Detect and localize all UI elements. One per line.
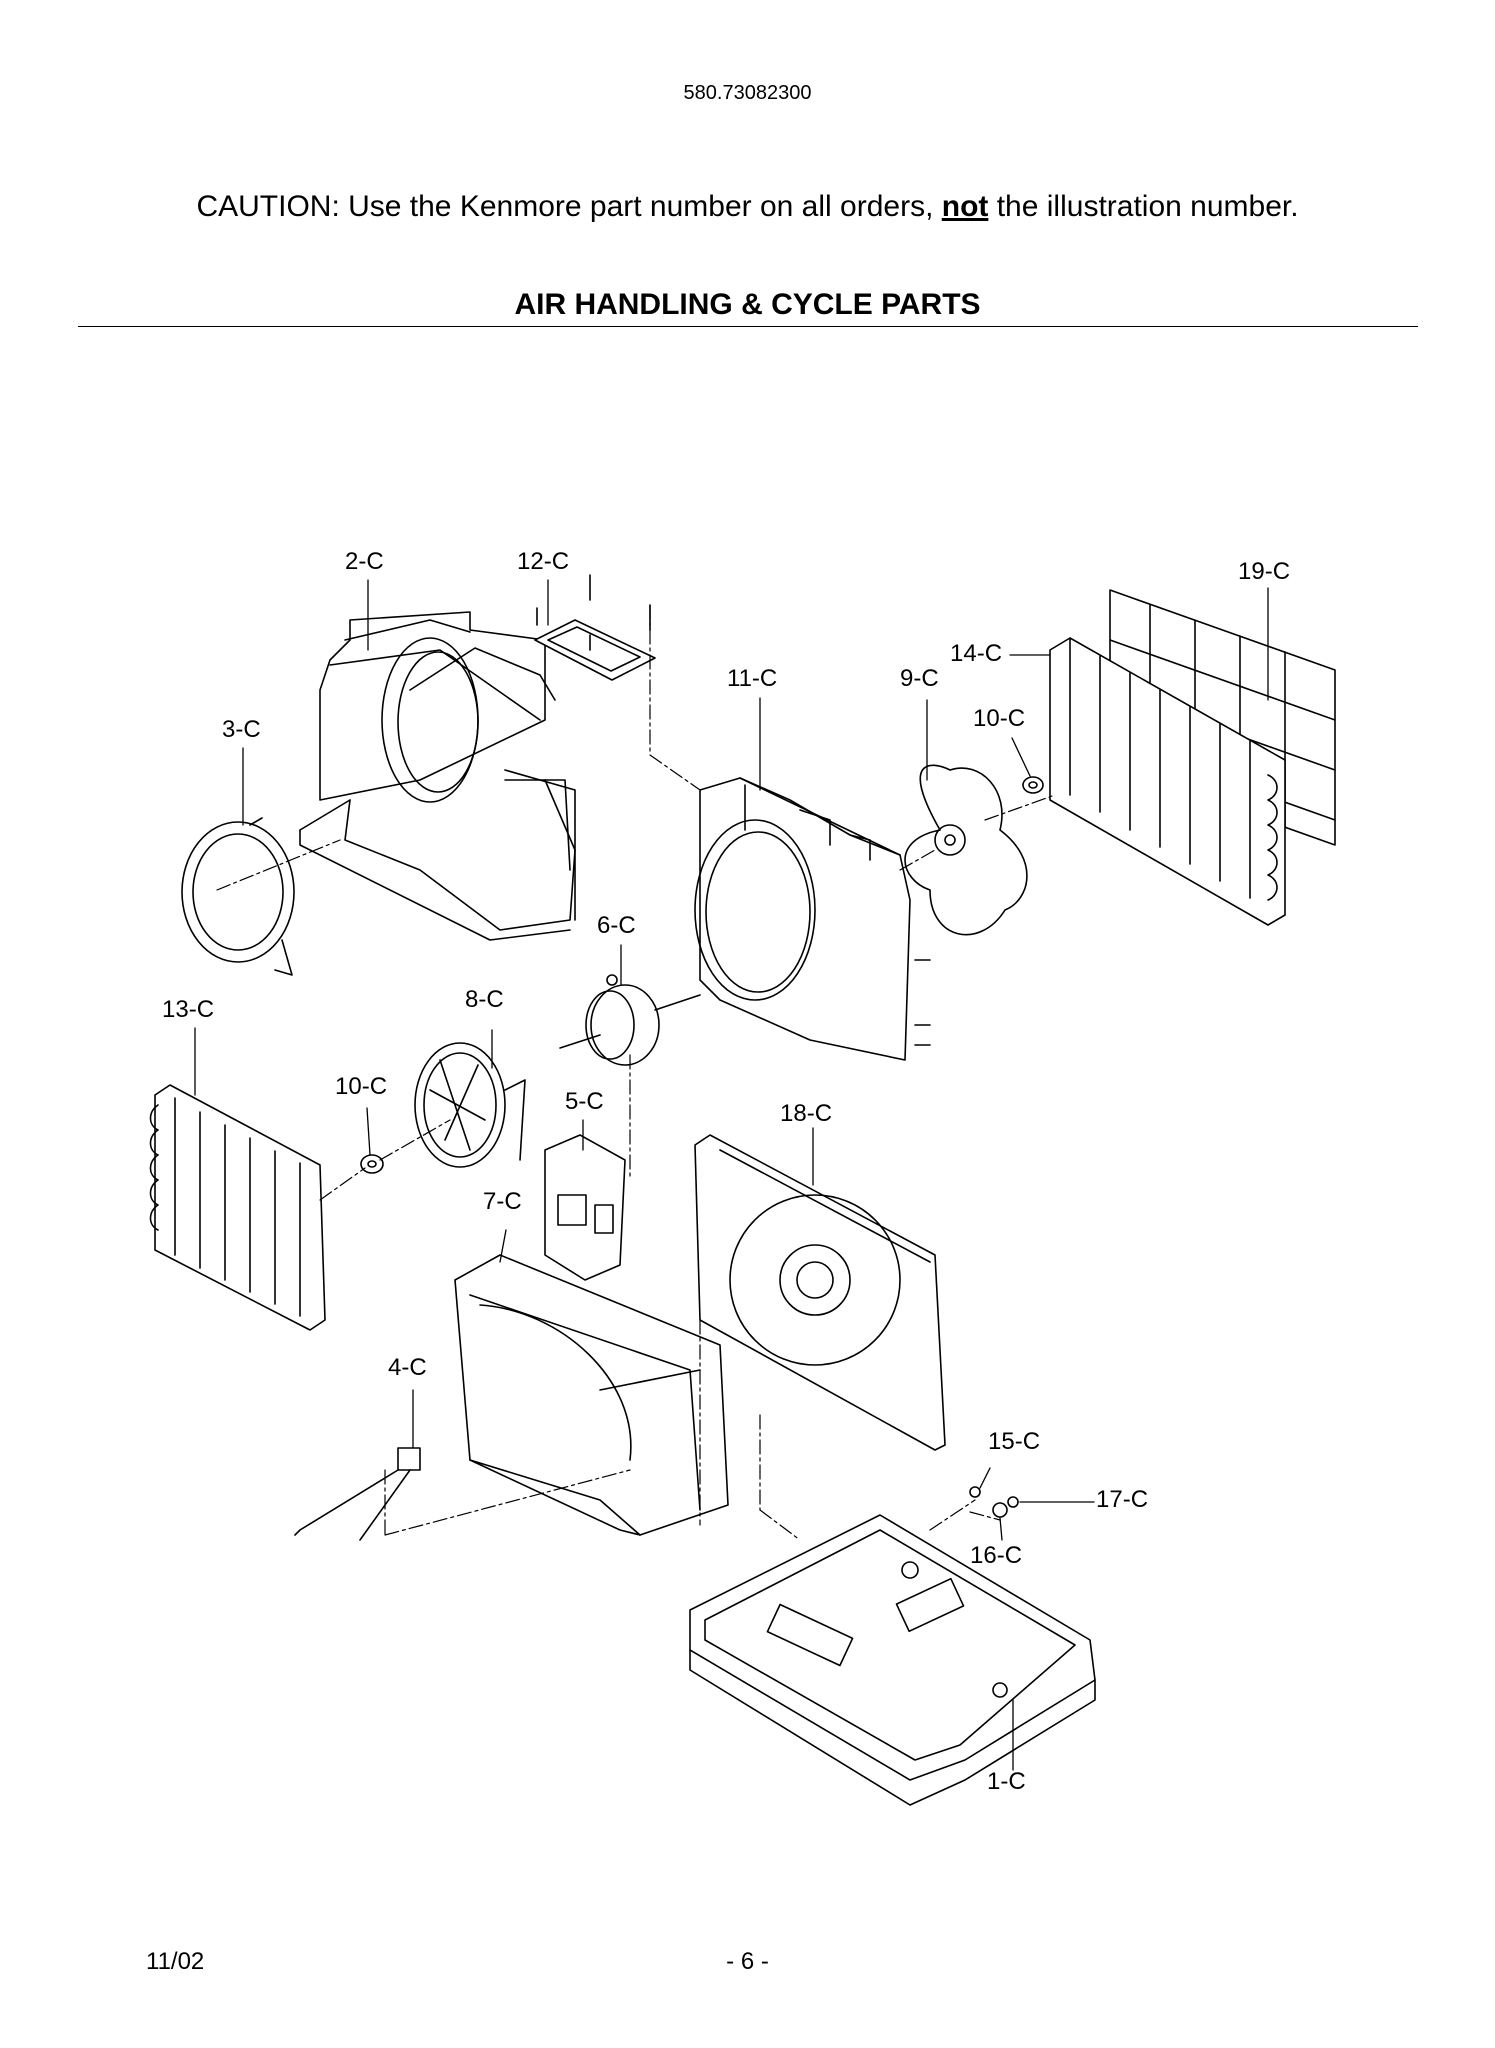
callout-1c: 1-C (987, 1768, 1026, 1795)
callout-3c: 3-C (222, 716, 261, 743)
callout-7c: 7-C (483, 1188, 522, 1215)
caution-suffix: the illustration number. (988, 190, 1299, 223)
part-hardware (969, 1486, 1019, 1518)
section-title: AIR HANDLING & CYCLE PARTS (514, 288, 981, 321)
part-11c-housing (694, 777, 931, 1061)
part-6c-motor (559, 974, 701, 1066)
footer-date: 11/02 (146, 1948, 205, 1975)
callout-15c: 15-C (988, 1428, 1041, 1455)
callout-10c-upper: 10-C (973, 705, 1026, 732)
callout-6c: 6-C (597, 912, 636, 939)
callout-19c: 19-C (1238, 558, 1291, 585)
caution-emphasis: not (941, 190, 989, 223)
title-rule (78, 326, 1418, 327)
part-13c-evaporator (149, 1084, 326, 1331)
part-10c-clamp-upper (1022, 776, 1044, 794)
part-9c-fan (904, 764, 1028, 936)
caution-note: CAUTION: Use the Kenmore part number on … (0, 190, 1495, 224)
callout-12c: 12-C (517, 548, 570, 575)
callout-4c: 4-C (388, 1354, 427, 1381)
part-7c-scroll (454, 1254, 729, 1536)
callout-5c: 5-C (565, 1088, 604, 1115)
part-14c-condenser (1049, 637, 1286, 926)
part-2c-shroud (299, 611, 576, 941)
callout-11c: 11-C (727, 665, 778, 692)
part-5c-bracket (544, 1134, 626, 1281)
callout-16c: 16-C (970, 1542, 1023, 1569)
caution-prefix: CAUTION: Use the Kenmore part number on … (196, 190, 942, 223)
part-1c-basepan (689, 1514, 1096, 1806)
model-number: 580.73082300 (683, 82, 812, 104)
callout-10c-lower: 10-C (335, 1073, 388, 1100)
callout-14c: 14-C (950, 640, 1003, 667)
part-10c-clamp-lower (360, 1154, 384, 1174)
callout-2c: 2-C (345, 548, 384, 575)
callout-18c: 18-C (780, 1100, 833, 1127)
part-8c-blower (414, 1042, 526, 1168)
callout-13c: 13-C (162, 996, 215, 1023)
part-3c-ring (181, 817, 295, 976)
part-12c-bracket (534, 574, 656, 681)
callout-17c: 17-C (1096, 1486, 1149, 1513)
callout-9c: 9-C (900, 665, 939, 692)
callout-8c: 8-C (465, 986, 504, 1013)
part-18c-barrier (694, 1134, 946, 1451)
part-4c-sensor (294, 1447, 421, 1541)
page-number: - 6 - (726, 1948, 769, 1975)
